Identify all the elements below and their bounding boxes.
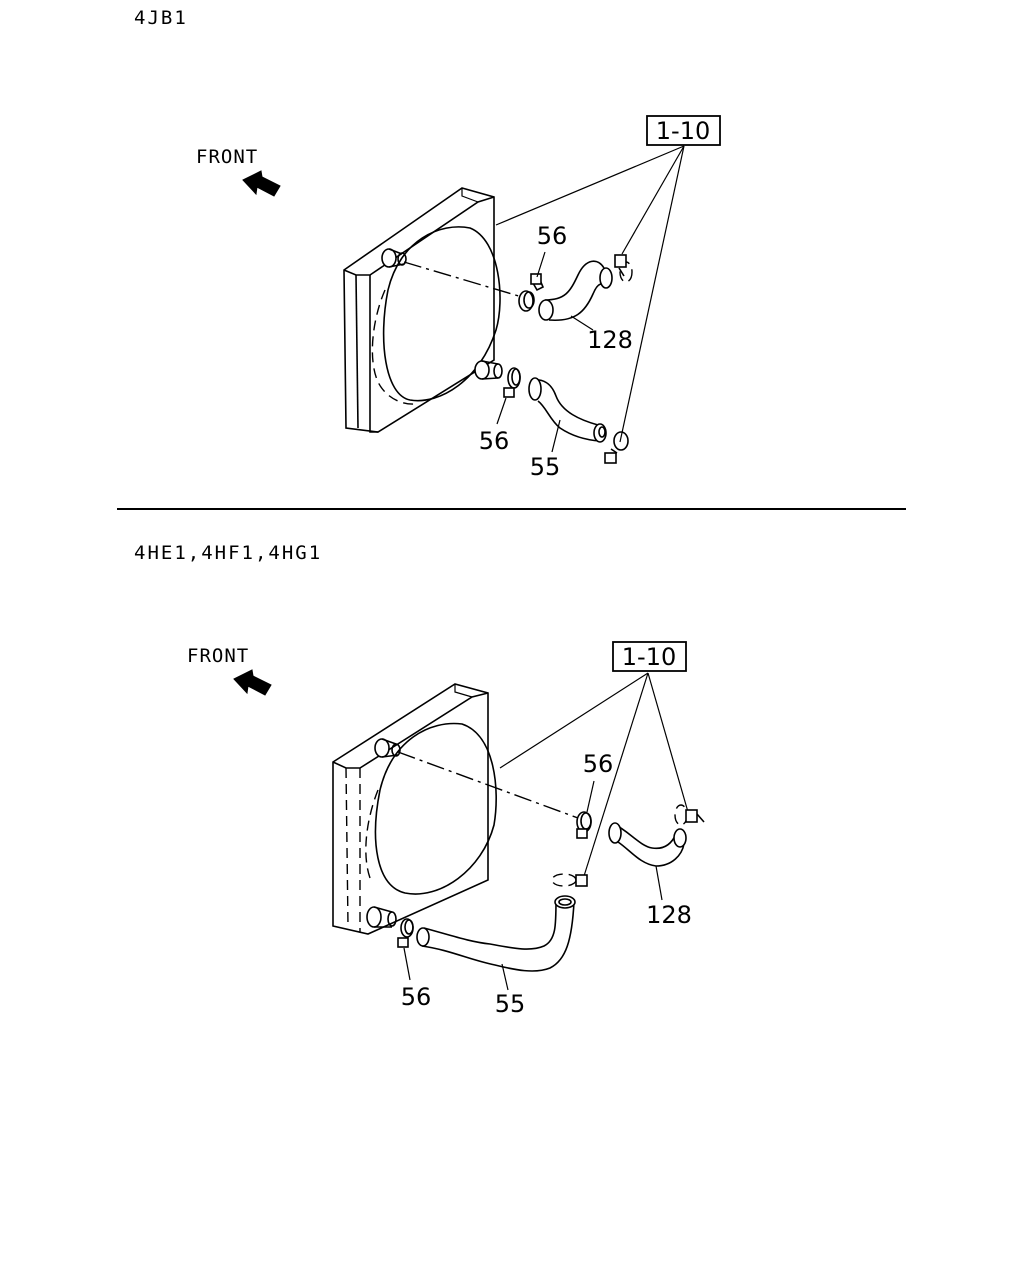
hose-clamp (503, 367, 521, 398)
hose-clamp (397, 918, 414, 948)
callout-128: 128 (646, 901, 692, 929)
lower-hose (416, 895, 576, 972)
front-label: FRONT (196, 146, 258, 168)
lower-hose (528, 377, 607, 443)
upper-hose (608, 822, 687, 867)
front-arrow-icon (242, 170, 281, 197)
hose-clamp (604, 431, 629, 464)
callout-55: 55 (530, 453, 561, 481)
front-arrow-icon (233, 669, 272, 696)
hose-clamp (674, 804, 705, 826)
callout-56: 56 (583, 750, 614, 778)
callout-128: 128 (587, 326, 633, 354)
radiator (343, 187, 503, 433)
centerline (403, 261, 523, 298)
ref-box (612, 641, 687, 672)
hose-clamp (614, 254, 633, 283)
callout-56: 56 (537, 222, 568, 250)
section-4jb1: 4JB1 FRONT 1-10 (134, 7, 721, 481)
ref-box (646, 115, 721, 146)
hose-clamp (518, 273, 545, 312)
hose-clamp (551, 873, 588, 887)
ref-label: 1-10 (656, 117, 710, 145)
front-label: FRONT (187, 645, 249, 667)
callout-55: 55 (495, 990, 526, 1018)
engine-label-4he1-4hf1-4hg1: 4HE1,4HF1,4HG1 (134, 542, 322, 564)
centerline (397, 751, 579, 819)
upper-hose (538, 260, 613, 321)
ref-label: 1-10 (622, 643, 676, 671)
engine-label-4jb1: 4JB1 (134, 7, 188, 29)
callout-56: 56 (479, 427, 510, 455)
hose-clamp (576, 811, 592, 839)
radiator (332, 683, 497, 935)
callout-56: 56 (401, 983, 432, 1011)
section-4he1-4hf1-4hg1: 4HE1,4HF1,4HG1 FRONT 1-10 (134, 542, 705, 1018)
